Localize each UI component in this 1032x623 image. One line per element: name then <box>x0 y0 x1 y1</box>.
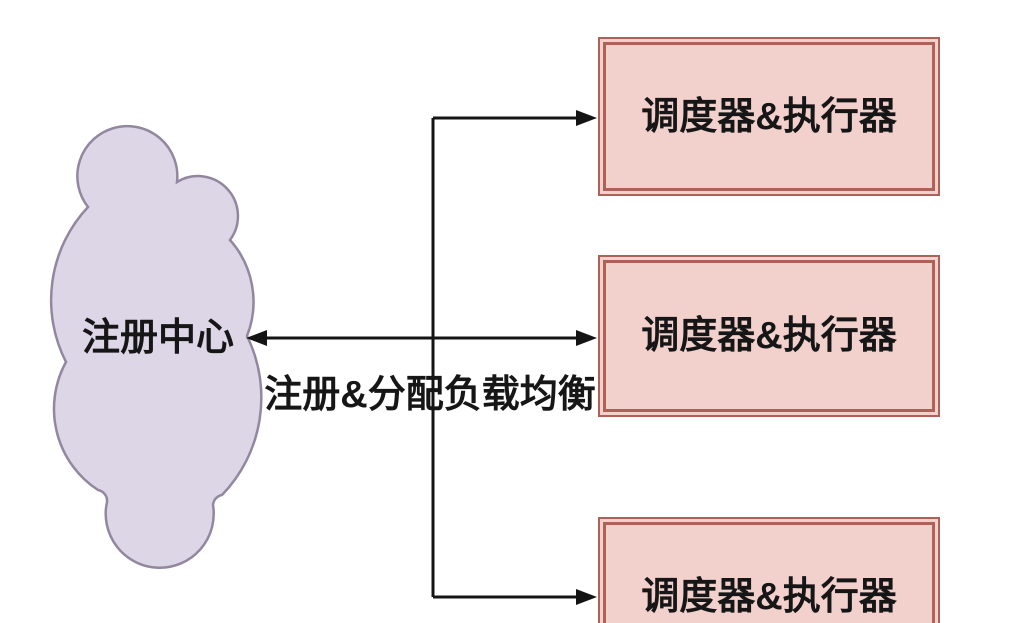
cloud-shape <box>49 124 263 569</box>
arrowhead-into-executor3 <box>576 589 597 605</box>
executor-box-1: 调度器&执行器 <box>598 37 940 196</box>
edge-label: 注册&分配负载均衡 <box>264 374 596 416</box>
connector-lines <box>264 116 580 599</box>
executor-box-2: 调度器&执行器 <box>598 255 940 417</box>
registry-cloud-label: 注册中心 <box>81 317 234 359</box>
executor-box-1-label: 调度器&执行器 <box>641 95 897 138</box>
executor-box-3-inner-border: 调度器&执行器 <box>603 522 935 623</box>
arrowhead-into-executor2 <box>576 330 597 346</box>
executor-box-1-inner-border: 调度器&执行器 <box>603 42 935 191</box>
executor-box-2-label: 调度器&执行器 <box>641 315 897 357</box>
arrowhead-left-into-cloud <box>246 330 267 346</box>
executor-box-3: 调度器&执行器 <box>598 517 940 623</box>
executor-box-3-label: 调度器&执行器 <box>641 576 897 618</box>
executor-box-2-inner-border: 调度器&执行器 <box>603 260 935 412</box>
arrowheads <box>246 110 597 605</box>
arrowhead-into-executor1 <box>576 110 597 126</box>
